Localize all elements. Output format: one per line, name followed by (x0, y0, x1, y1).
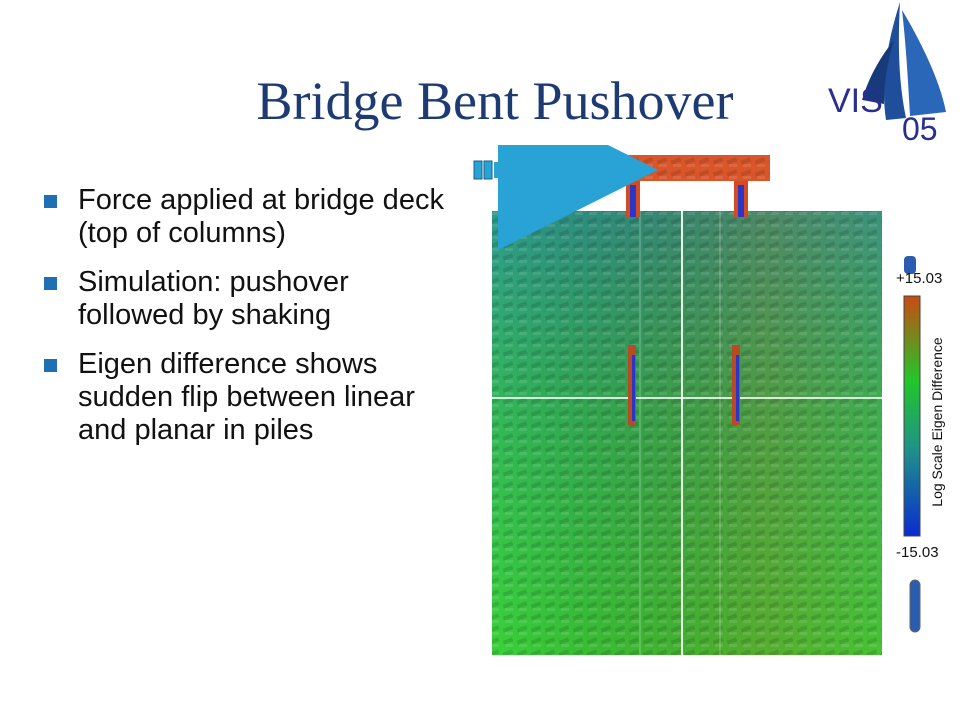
bullet-item: Eigen difference shows sudden flip betwe… (44, 348, 444, 447)
logo-text-year: 05 (902, 111, 938, 145)
square-bullet-icon (44, 359, 57, 372)
square-bullet-icon (44, 195, 57, 208)
tensor-glyph-visualization (473, 145, 882, 655)
sailboat-logo-icon: VIS 05 (828, 2, 946, 145)
bullet-item: Simulation: pushover followed by shaking (44, 266, 444, 332)
colorbar (903, 256, 921, 633)
bullet-text: Force applied at bridge deck (top of col… (78, 184, 444, 249)
colorbar-min-label: -15.03 (896, 544, 939, 561)
colorbar-max-label: +15.03 (896, 270, 943, 287)
bullet-list: Force applied at bridge deck (top of col… (44, 184, 444, 463)
slide-title: Bridge Bent Pushover (256, 71, 734, 131)
bullet-item: Force applied at bridge deck (top of col… (44, 184, 444, 250)
logo-text-vis: VIS (828, 82, 883, 120)
square-bullet-icon (44, 277, 57, 290)
bullet-text: Eigen difference shows sudden flip betwe… (78, 348, 415, 446)
bullet-text: Simulation: pushover followed by shaking (78, 266, 349, 331)
colorbar-axis-label: Log Scale Eigen Difference (929, 337, 945, 507)
